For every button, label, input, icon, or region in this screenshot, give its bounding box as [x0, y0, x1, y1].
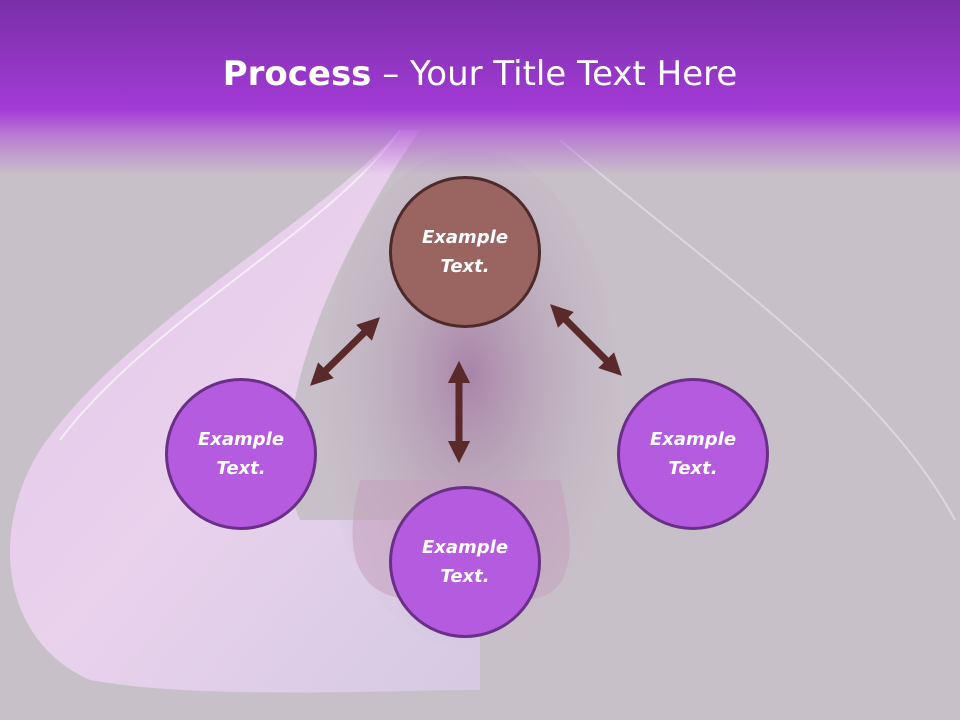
node-bottom[interactable]: Example Text.	[389, 486, 541, 638]
node-top[interactable]: Example Text.	[389, 176, 541, 328]
slide-title: Process – Your Title Text Here	[0, 52, 960, 96]
node-left[interactable]: Example Text.	[165, 378, 317, 530]
node-right[interactable]: Example Text.	[617, 378, 769, 530]
header-band	[0, 0, 960, 175]
title-rest: – Your Title Text Here	[371, 54, 738, 94]
title-bold: Process	[222, 54, 372, 94]
